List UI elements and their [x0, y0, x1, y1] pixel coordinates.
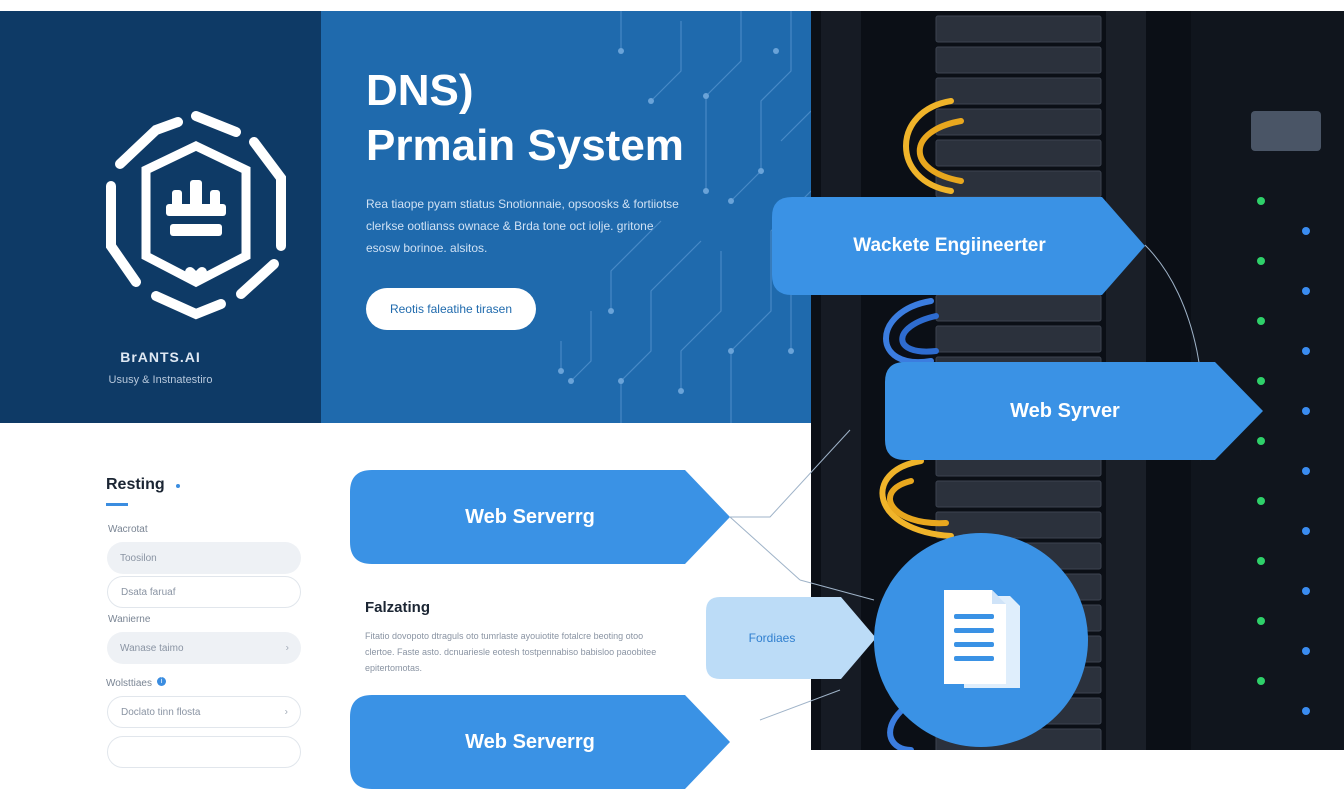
form-field-label: Wacrotat	[108, 524, 148, 535]
status-led	[1302, 587, 1310, 595]
status-led	[1302, 407, 1310, 415]
status-led	[1302, 467, 1310, 475]
status-led	[1302, 647, 1310, 655]
circuit-lines-decoration	[558, 11, 811, 423]
rack-unit	[935, 294, 1102, 322]
status-led	[1302, 287, 1310, 295]
rack-unit	[935, 46, 1102, 74]
flow-box-right-2[interactable]	[885, 362, 1265, 460]
status-led	[1302, 347, 1310, 355]
hexagon-logo-icon	[106, 111, 286, 320]
form-input-5[interactable]	[107, 736, 301, 768]
hero-cta-button[interactable]: Reotis faleatihe tirasen	[366, 288, 536, 330]
flow-box-bottom[interactable]	[350, 695, 732, 789]
status-led	[1257, 257, 1265, 265]
hero-description-line: Rea tiaope pyam stiatus Snotionnaie, ops…	[366, 197, 679, 211]
top-strip	[0, 0, 1344, 11]
floating-section-description: Fitatio dovopoto dtraguls oto tumrlaste …	[365, 628, 695, 676]
hero-title-line-1: DNS)	[366, 66, 474, 115]
status-led	[1257, 437, 1265, 445]
rack-unit	[935, 15, 1102, 43]
status-led	[1257, 197, 1265, 205]
form-input-2[interactable]: Dsata faruaf	[107, 576, 301, 608]
settings-title: Resting	[106, 476, 165, 493]
hero-description-line: clerkse ootlianss ownace & Brda tone oct…	[366, 219, 654, 233]
brand-panel: BrANTS.AI Ususy & Instnatestiro	[0, 11, 321, 423]
rack-unit	[935, 480, 1102, 508]
status-led	[1302, 527, 1310, 535]
rack-unit	[935, 139, 1102, 167]
hero-description-line: esosw borinoe. alsitos.	[366, 241, 488, 255]
rack-unit	[935, 77, 1102, 105]
floating-description-line: epitertomotas.	[365, 663, 423, 673]
rack-unit	[935, 170, 1102, 198]
form-input-value: Doclato tinn flosta	[121, 706, 201, 718]
floating-section-title: Falzating	[365, 599, 431, 616]
status-led	[1257, 677, 1265, 685]
hero-description: Rea tiaope pyam stiatus Snotionnaie, ops…	[366, 193, 726, 259]
flow-box-right-1[interactable]	[772, 197, 1147, 295]
brand-name: BrANTS.AI	[120, 349, 201, 365]
form-input-3[interactable]: Wanase taimo ›	[107, 632, 301, 664]
form-field-label: Wanierne	[108, 614, 151, 625]
status-led	[1302, 707, 1310, 715]
document-icon	[944, 590, 1020, 688]
chevron-icon: ›	[285, 642, 289, 654]
form-input-value: Toosilon	[120, 552, 157, 564]
chevron-icon: ›	[284, 706, 288, 718]
settings-title-dot	[176, 484, 180, 488]
rack-unit	[935, 108, 1102, 136]
status-led	[1257, 317, 1265, 325]
hero-title-line-2: Prmain System	[366, 121, 684, 170]
form-input-value: Dsata faruaf	[121, 586, 176, 598]
status-led	[1257, 617, 1265, 625]
status-led	[1302, 227, 1310, 235]
form-input-1[interactable]: Toosilon	[107, 542, 301, 574]
status-led	[1257, 497, 1265, 505]
status-led	[1257, 377, 1265, 385]
rack-unit	[935, 325, 1102, 353]
form-input-value: Wanase taimo	[120, 642, 184, 654]
hero-panel: DNS) Prmain System Rea tiaope pyam stiat…	[321, 11, 811, 423]
form-input-4[interactable]: Doclato tinn flosta ›	[107, 696, 301, 728]
info-icon[interactable]: i	[157, 677, 166, 686]
brand-tagline: Ususy & Instnatestiro	[108, 374, 213, 386]
status-led	[1257, 557, 1265, 565]
floating-description-line: Fitatio dovopoto dtraguls oto tumrlaste …	[365, 631, 644, 641]
floating-description-line: clertoe. Faste asto. dcnuariesle eotesh …	[365, 647, 657, 657]
form-field-label: Wolsttiaes	[106, 678, 152, 689]
flow-box-small[interactable]	[706, 597, 878, 679]
flow-box-mid[interactable]	[350, 470, 732, 564]
settings-title-underline	[106, 503, 128, 506]
